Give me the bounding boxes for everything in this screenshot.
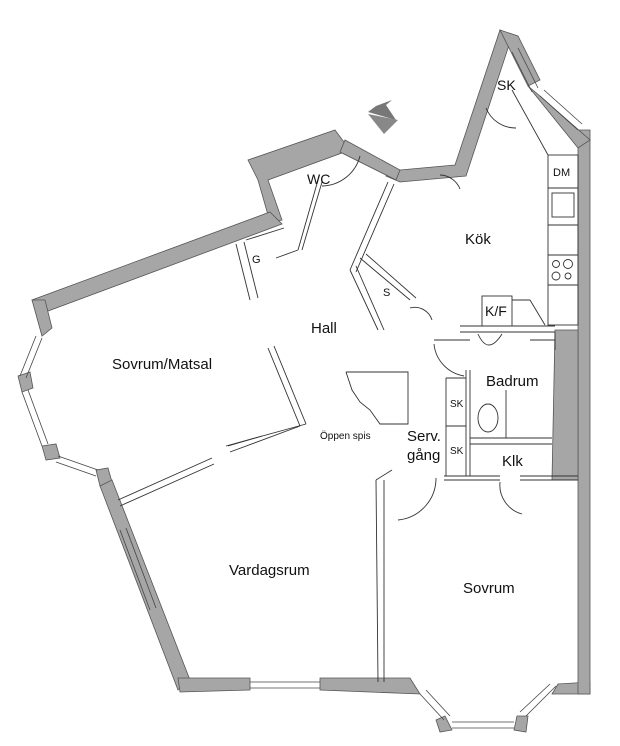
- room-label-serv-line1: Serv.: [407, 428, 441, 445]
- windows: [19, 47, 583, 729]
- room-label-oppen-spis: Öppen spis: [320, 431, 371, 442]
- room-label-s: S: [383, 287, 391, 299]
- interior-walls: [117, 89, 579, 683]
- room-label-sk-upper: SK: [450, 399, 464, 410]
- room-label-sovrum: Sovrum: [463, 580, 515, 597]
- room-label-sk-top: SK: [497, 77, 516, 93]
- room-label-g: G: [252, 254, 261, 266]
- room-label-kf: K/F: [485, 303, 507, 319]
- room-label-sk-lower: SK: [450, 446, 464, 457]
- room-label-dm: DM: [553, 167, 571, 179]
- room-label-vardagsrum: Vardagsrum: [229, 562, 310, 579]
- room-label-klk: Klk: [502, 453, 523, 470]
- exterior-walls: [17, 29, 591, 733]
- room-label-wc: WC: [307, 171, 331, 187]
- room-label-kok: Kök: [465, 231, 491, 248]
- room-label-badrum: Badrum: [486, 373, 539, 390]
- room-label-sovrum-matsal: Sovrum/Matsal: [112, 356, 213, 373]
- room-label-hall: Hall: [311, 320, 337, 337]
- arrow-icon: [368, 100, 396, 120]
- room-label-serv-line2: gång: [407, 447, 441, 464]
